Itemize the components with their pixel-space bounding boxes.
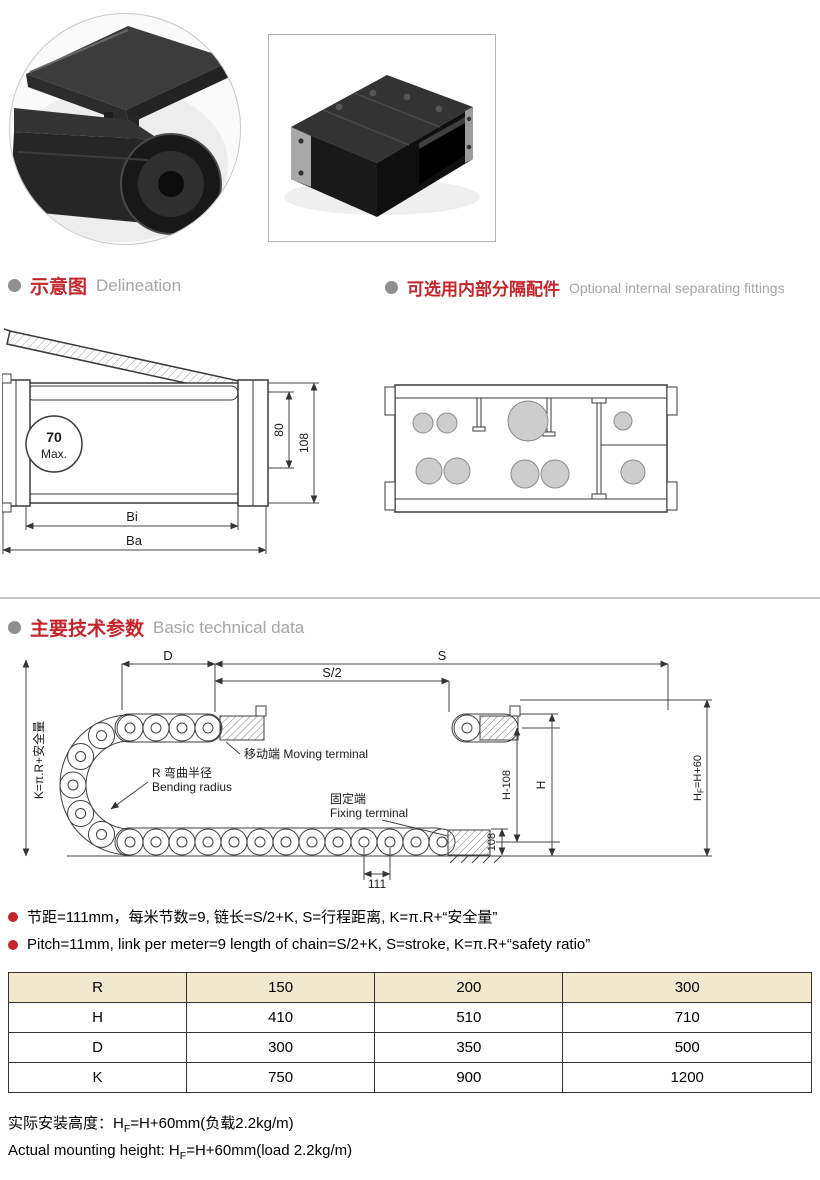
dim-label-108: 108	[297, 433, 311, 453]
label-moving-terminal: 移动端 Moving terminal	[244, 747, 368, 761]
table-header-cell: 300	[562, 972, 812, 1003]
dim-label-s-half: S/2	[322, 665, 342, 680]
mounting-height-zh-prefix: 实际安装高度：H	[8, 1115, 124, 1132]
product-photo-detail	[10, 26, 236, 242]
technical-data-table: R 150 200 300 H 410 510 710 D 300 350 50…	[8, 972, 812, 1093]
max-diameter-unit: Max.	[41, 447, 67, 461]
table-cell: 710	[562, 1002, 812, 1033]
table-header-row: R 150 200 300	[8, 972, 812, 1003]
table-cell: 510	[374, 1002, 564, 1033]
dim-label-s: S	[438, 650, 447, 663]
cables	[412, 400, 646, 489]
label-bending-radius-zh: R 弯曲半径	[152, 765, 212, 780]
table-header-cell: 200	[374, 972, 564, 1003]
bend-dimensions	[22, 659, 712, 880]
dim-label-h: H	[534, 781, 548, 790]
label-fixing-terminal-en: Fixing terminal	[330, 806, 408, 820]
section-title-zh: 示意图	[30, 277, 88, 298]
note-bullet-icon	[8, 939, 18, 950]
moving-terminal-ghost-block	[479, 705, 521, 741]
mounting-height-zh: 实际安装高度：HF=H+60mm(负载2.2kg/m)	[8, 1112, 294, 1135]
section-title-en: Delineation	[96, 275, 182, 295]
dim-label-h-minus-108: H-108	[501, 770, 513, 800]
mounting-height-en: Actual mounting height: HF=H+60mm(load 2…	[8, 1142, 352, 1162]
dim-label-hf: HF=H+60	[692, 755, 706, 801]
section-title-zh: 主要技术参数	[30, 619, 145, 640]
dim-label-108: 108	[486, 833, 498, 851]
note-pitch-en: Pitch=11mm, link per meter=9 length of c…	[8, 936, 590, 953]
product-photo-rect	[268, 34, 496, 242]
table-header-cell: R	[8, 972, 187, 1003]
bend-diagram: D S S/2 K=π.R+安全量 移动端 Moving terminal R …	[22, 650, 712, 891]
table-cell: D	[8, 1032, 187, 1063]
max-cable-diameter-badge: 70 Max.	[25, 415, 83, 473]
dim-label-ba: Ba	[126, 533, 143, 548]
section-header-delineation: 示意图 Delineation	[8, 272, 181, 299]
mounting-height-zh-rest: =H+60mm(负载2.2kg/m)	[130, 1115, 294, 1132]
section-title-en: Basic technical data	[153, 617, 305, 637]
dim-label-111: 111	[368, 877, 387, 891]
side-view-drawing: 70 Max. 80 108 Bi Ba	[2, 328, 319, 554]
table-row: K 750 900 1200	[8, 1062, 812, 1093]
dim-label-80: 80	[272, 423, 286, 437]
note-bullet-icon	[8, 911, 18, 922]
section-header-technical-data: 主要技术参数 Basic technical data	[8, 614, 304, 641]
note-text: 节距=111mm，每米节数=9, 链长=S/2+K, S=行程距离, K=π.R…	[27, 909, 498, 926]
table-row: H 410 510 710	[8, 1002, 812, 1033]
note-pitch-zh: 节距=111mm，每米节数=9, 链长=S/2+K, S=行程距离, K=π.R…	[8, 906, 497, 927]
section-title-zh: 可选用内部分隔配件	[407, 280, 560, 299]
table-row: D 300 350 500	[8, 1032, 812, 1063]
label-bending-radius-en: Bending radius	[152, 780, 232, 794]
dim-label-bi: Bi	[126, 509, 138, 524]
cross-section-drawing	[384, 384, 678, 513]
mounting-height-en-sub: F	[179, 1150, 187, 1162]
section-bullet-icon	[8, 621, 21, 634]
table-cell: 750	[185, 1062, 376, 1093]
table-cell: 900	[374, 1062, 564, 1093]
table-cell: 300	[185, 1032, 376, 1063]
table-header-cell: 150	[185, 972, 376, 1003]
table-cell: K	[8, 1062, 187, 1093]
fixing-terminal-block	[447, 829, 491, 856]
dim-label-k: K=π.R+安全量	[31, 721, 46, 799]
chain-links	[59, 714, 481, 856]
max-diameter-value: 70	[46, 429, 62, 445]
moving-terminal-block	[219, 705, 267, 741]
table-cell: 500	[562, 1032, 812, 1063]
section-bullet-icon	[8, 279, 21, 292]
dim-label-d: D	[163, 650, 172, 663]
note-text: Pitch=11mm, link per meter=9 length of c…	[27, 936, 591, 953]
section-bullet-icon	[385, 281, 398, 294]
mounting-height-en-rest: =H+60mm(load 2.2kg/m)	[186, 1142, 353, 1159]
section-divider	[0, 597, 820, 599]
mounting-height-en-prefix: Actual mounting height: H	[8, 1142, 180, 1159]
product-photo-rect-art	[284, 75, 480, 217]
table-cell: 410	[185, 1002, 376, 1033]
label-fixing-terminal-zh: 固定端	[330, 791, 366, 806]
section-title-en: Optional internal separating fittings	[569, 279, 785, 296]
table-cell: H	[8, 1002, 187, 1033]
table-cell: 1200	[562, 1062, 812, 1093]
side-view-dimensions	[2, 382, 319, 554]
mounting-height-zh-sub: F	[123, 1123, 131, 1135]
section-header-optional-fittings: 可选用内部分隔配件 Optional internal separating f…	[385, 275, 785, 300]
table-cell: 350	[374, 1032, 564, 1063]
product-photo-circle	[9, 13, 241, 245]
